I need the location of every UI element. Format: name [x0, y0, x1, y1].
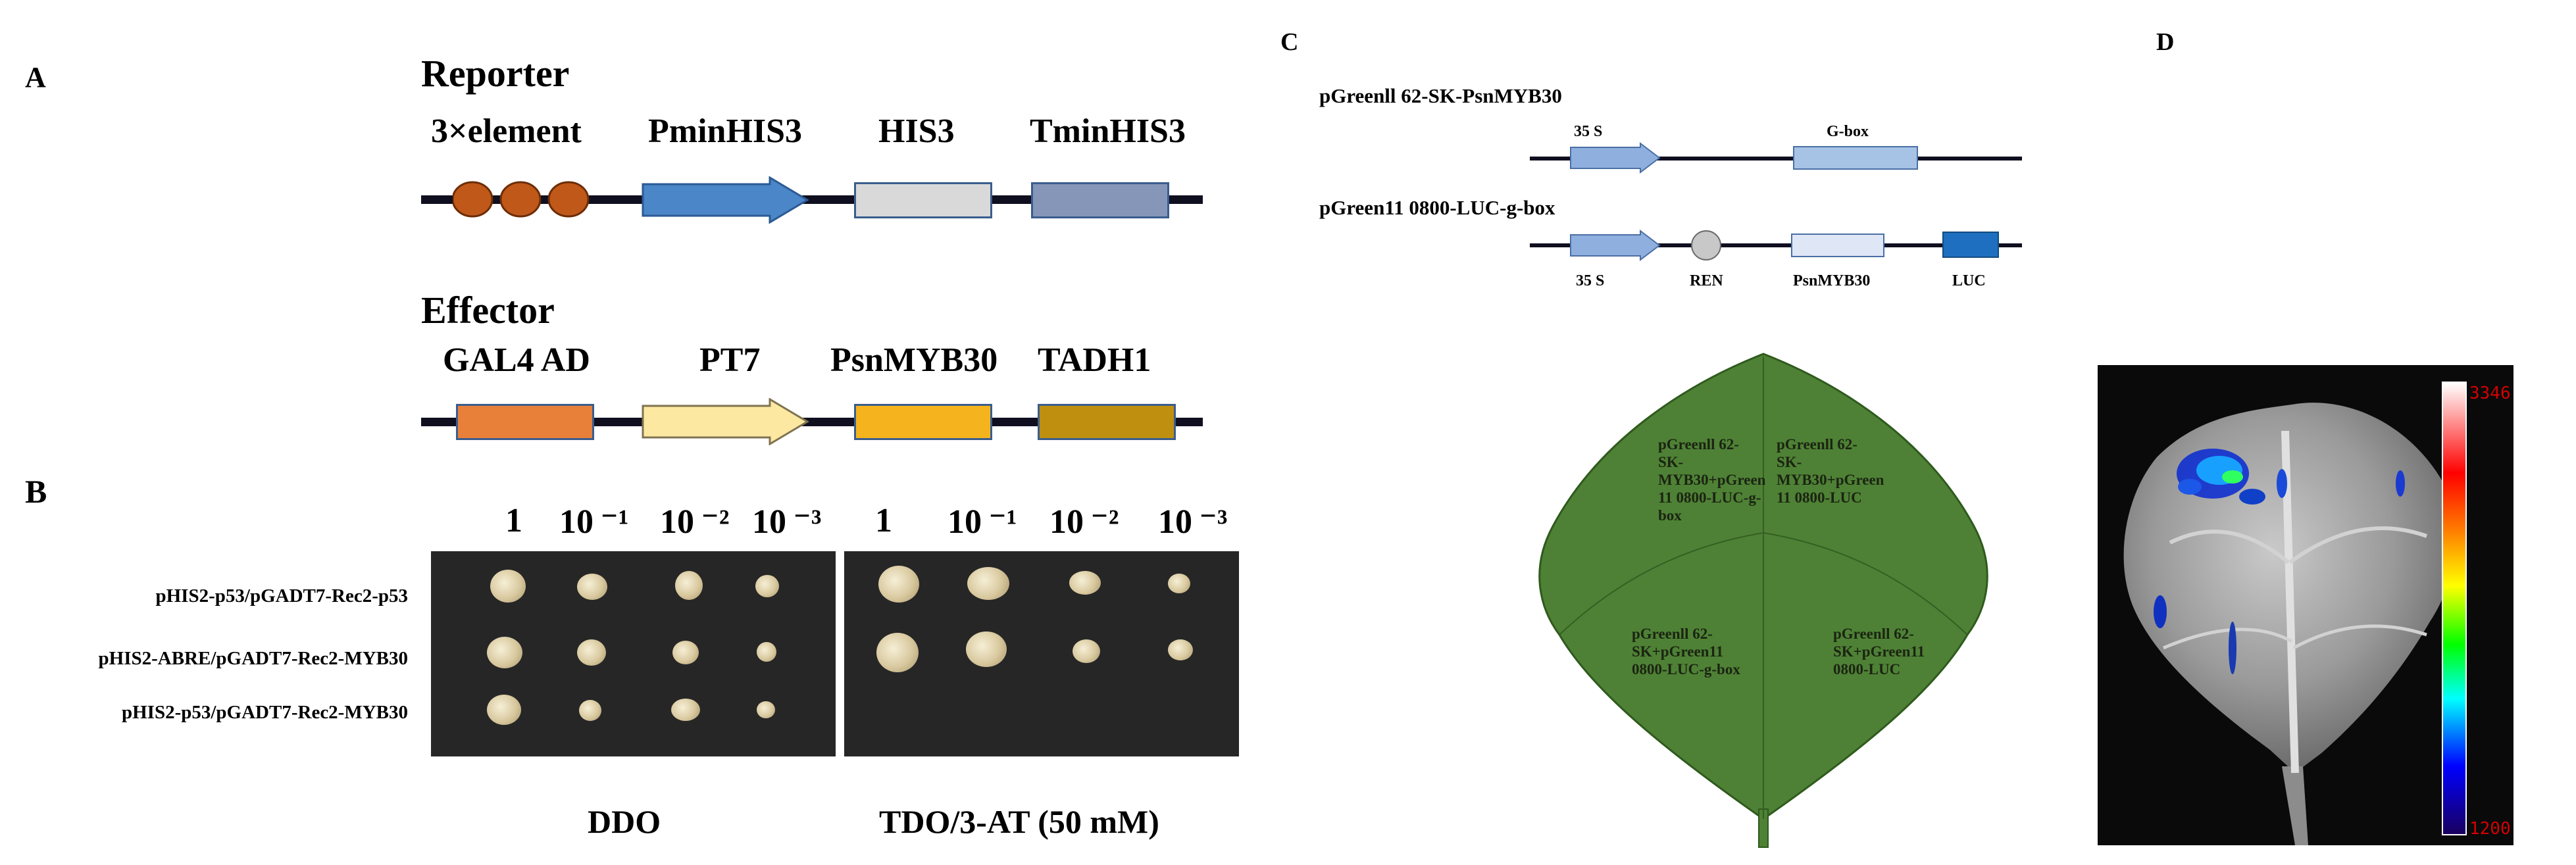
pt7-arrow-icon: [642, 397, 809, 446]
colony-spot: [967, 567, 1009, 600]
panel-b-label: B: [25, 473, 47, 510]
dilution-label: 1: [875, 502, 892, 539]
colony-spot: [755, 575, 779, 597]
colony-spot: [1168, 574, 1190, 593]
dilution-label: 10 ⁻³: [1158, 503, 1228, 541]
colony-spot: [876, 633, 919, 672]
reporter-label-tminhis3: TminHIS3: [1030, 112, 1186, 150]
colony-spot: [487, 695, 521, 725]
construct2-name: pGreen11 0800-LUC-g-box: [1319, 196, 1555, 219]
row-label: pHIS2-ABRE/pGADT7-Rec2-MYB30: [98, 648, 408, 669]
ren-circle: [1691, 230, 1721, 260]
leaf-shape-icon: [1538, 353, 1988, 848]
promoter-arrow-icon: [1570, 141, 1661, 174]
colony-spot: [672, 641, 699, 664]
reporter-title: Reporter: [421, 52, 570, 95]
colony-spot: [579, 700, 601, 721]
effector-label-psnmyb30: PsnMYB30: [830, 341, 998, 379]
reporter-label-pminhis3: PminHIS3: [648, 112, 803, 150]
promoter-arrow-icon: [1570, 229, 1661, 262]
effector-label-gal4ad: GAL4 AD: [443, 341, 590, 379]
psnmyb30-label: PsnMYB30: [1793, 272, 1871, 289]
tminhis3-box: [1031, 182, 1169, 218]
colony-spot: [671, 699, 700, 721]
leaf-quadrant-text: pGreenll 62-SK+pGreen11 0800-LUC-g-box: [1632, 626, 1740, 678]
pminhis3-arrow: [642, 176, 809, 224]
effector-title: Effector: [421, 289, 555, 332]
colony-spot: [1168, 639, 1193, 660]
gbox-box: [1793, 146, 1918, 170]
leaf-quadrant-text: pGreenll 62-SK-MYB30+pGreen 11 0800-LUC-…: [1658, 436, 1766, 524]
promoter-arrow-icon: [642, 176, 809, 224]
dilution-label: 10 ⁻³: [752, 503, 822, 541]
construct1-backbone: [1530, 157, 2022, 161]
effector-backbone: [421, 418, 1203, 426]
psnmyb30-gene-box: [1791, 234, 1884, 257]
condition-ddo: DDO: [588, 803, 661, 840]
leaf-diagram: [1533, 349, 1994, 849]
construct1-35s-arrow: [1569, 141, 1661, 174]
reporter-backbone: [421, 195, 1203, 204]
his3-box: [854, 182, 992, 218]
colony-spot: [757, 642, 776, 662]
colony-spot: [675, 571, 703, 600]
leaf-quadrant-text: pGreenll 62-SK+pGreen11 0800-LUC: [1833, 626, 1925, 678]
leaf-photo-icon: [2123, 403, 2456, 845]
row-label: pHIS2-p53/pGADT7-Rec2-MYB30: [121, 702, 408, 723]
element-circles-icon: [451, 181, 590, 218]
colony-spot: [487, 637, 522, 668]
gbox-label: G-box: [1827, 123, 1869, 140]
colony-spot: [577, 574, 607, 600]
construct2-35s-arrow: [1569, 229, 1661, 262]
color-scale-bar: [2442, 382, 2467, 835]
construct1-promoter-label: 35 S: [1574, 123, 1603, 140]
colony-spot: [577, 639, 606, 666]
effector-label-pt7: PT7: [699, 341, 761, 379]
dilution-label: 1: [505, 502, 522, 539]
reporter-element-circles: [451, 181, 591, 218]
colony-spot: [757, 701, 775, 718]
scale-min-label: 1200: [2469, 819, 2511, 839]
colony-spot: [966, 631, 1007, 667]
pt7-arrow: [642, 397, 809, 446]
panel-c-label: C: [1280, 28, 1299, 56]
construct2-promoter-label: 35 S: [1576, 272, 1605, 289]
construct1-name: pGreenll 62-SK-PsnMYB30: [1319, 84, 1562, 107]
construct2-backbone: [1530, 243, 2022, 247]
reporter-label-his3: HIS3: [878, 112, 955, 150]
ren-label: REN: [1690, 272, 1723, 289]
colony-spot: [878, 566, 919, 603]
dilution-label: 10 ⁻²: [1049, 503, 1119, 541]
dilution-label: 10 ⁻¹: [559, 503, 629, 541]
luc-box: [1942, 232, 1999, 258]
panel-d-label: D: [2156, 28, 2175, 56]
row-label: pHIS2-p53/pGADT7-Rec2-p53: [155, 585, 409, 606]
tadh1-box: [1038, 404, 1176, 440]
gal4ad-box: [456, 404, 594, 440]
colony-spot: [1069, 571, 1101, 595]
luc-label: LUC: [1952, 272, 1986, 289]
leaf-quadrant-text: pGreenll 62-SK-MYB30+pGreen 11 0800-LUC: [1777, 436, 1884, 506]
effector-label-tadh1: TADH1: [1038, 341, 1151, 379]
luminescence-image: 3346 1200: [2098, 365, 2513, 845]
condition-tdo: TDO/3-AT (50 mM): [879, 803, 1159, 840]
scale-max-label: 3346: [2469, 383, 2511, 403]
panel-a-label: A: [25, 61, 46, 93]
colony-spot: [490, 570, 526, 603]
colony-spot: [1073, 639, 1100, 663]
dilution-label: 10 ⁻¹: [947, 503, 1017, 541]
reporter-label-element: 3×element: [431, 112, 582, 150]
dilution-label: 10 ⁻²: [660, 503, 730, 541]
psnmyb30-box: [854, 404, 992, 440]
